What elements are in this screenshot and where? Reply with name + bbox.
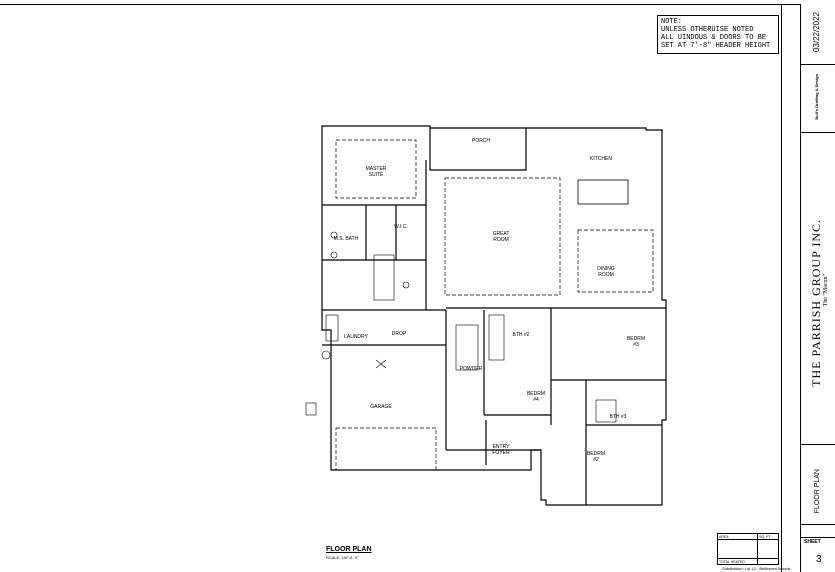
porch-walls [429, 128, 527, 171]
model-name: The "Macon" [823, 274, 829, 307]
area-rows [716, 539, 759, 559]
entry-walls [446, 420, 541, 465]
sink-fixture [330, 251, 338, 259]
room-label-garage: GARAGE [370, 404, 392, 410]
title-block: 03/22/2022 Bull's Drafting & Design THE … [800, 4, 835, 572]
dining-ceiling-outline [577, 229, 654, 293]
room-label-kitchen: KITCHEN [590, 156, 612, 162]
room-label-bedrm2: BEDRM#2 [587, 451, 605, 463]
area-table-footer: Subdivision: Lot 12 - Bellhaven Woods [722, 566, 791, 571]
room-label-bth3: BTH #3 [610, 414, 627, 420]
kitchen-island [577, 179, 629, 205]
title-block-divider [801, 64, 835, 65]
area-values [757, 539, 779, 559]
attic-access-mark [375, 359, 387, 369]
room-label-wic: W.I.C. [394, 224, 408, 230]
title-block-divider [801, 132, 835, 133]
drawing-date: 03/22/2022 [812, 12, 821, 53]
area-total-label: TOTAL HEATED [716, 558, 759, 565]
master-ceiling-outline [335, 139, 417, 199]
room-label-powder: POWDER [460, 366, 483, 372]
toilet-fixture [402, 281, 410, 289]
title-block-divider [801, 537, 835, 538]
header-height-note: NOTE: UNLESS OTHERUISE NOTED ALL UINDOUS… [657, 15, 779, 54]
drafting-firm-name: Bull's Drafting & Design [814, 74, 819, 120]
sheet-title: FLOOR PLAN [814, 469, 821, 514]
area-total-value [757, 558, 779, 565]
bedroom-walls [446, 307, 666, 505]
washer-dryer [325, 314, 339, 342]
hvac-unit [305, 402, 317, 416]
garage-door-outline [335, 427, 437, 471]
area-table: AREA SQ. FT. TOTAL HEATED [716, 533, 779, 569]
great-room-ceiling-outline [444, 177, 561, 296]
room-label-drop: DROP [392, 331, 407, 337]
floor-plan-scale: SCALE: 1/8"=1'-0" [326, 555, 359, 560]
shower-outline [373, 254, 395, 301]
shower-outline [595, 399, 617, 423]
room-label-bedrm3: BEDRM#3 [627, 336, 645, 348]
room-label-porch: PORCH [472, 138, 490, 144]
room-label-ms-bath: M.S. BATH [334, 236, 359, 242]
sheet-number: 3 [816, 554, 822, 565]
sheet-label: SHEET [804, 539, 821, 545]
floor-plan-caption: FLOOR PLAN [326, 546, 372, 553]
powder-counter [455, 324, 479, 371]
sheet-border-top [0, 4, 800, 5]
company-name: THE PARRISH GROUP INC. [809, 219, 823, 387]
room-label-laundry: LAUNDRY [344, 334, 368, 340]
sink-fixture [330, 231, 338, 239]
title-block-divider [801, 524, 835, 525]
room-label-bedrm4: BEDRM#4 [527, 391, 545, 403]
room-label-bth2: BTH #2 [513, 332, 530, 338]
title-block-divider [801, 444, 835, 445]
tub-outline [488, 314, 505, 361]
sheet-border-right [781, 4, 782, 572]
water-heater-fixture [321, 350, 331, 360]
